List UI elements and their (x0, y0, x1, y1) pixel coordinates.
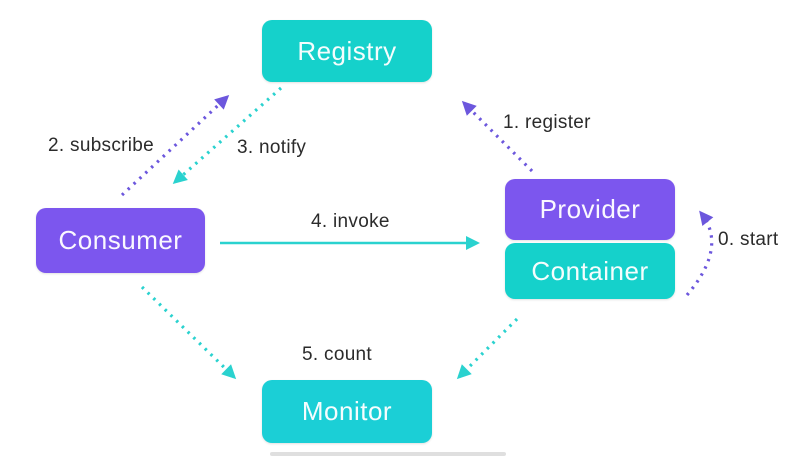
edge-label-notify: 3. notify (237, 137, 307, 158)
node-container: Container (505, 243, 675, 299)
node-monitor-label: Monitor (301, 396, 393, 426)
notify-arrow (172, 86, 283, 184)
edge-label-subscribe: 2. subscribe (48, 135, 155, 156)
edge-label-register: 1. register (503, 112, 591, 133)
edge-label-count: 5. count (302, 344, 373, 365)
node-container-label: Container (531, 255, 649, 286)
node-registry-label: Registry (297, 35, 397, 66)
bottom-divider (270, 452, 506, 456)
register-arrow (461, 100, 534, 173)
edge-label-invoke: 4. invoke (311, 211, 390, 232)
node-provider: Provider (505, 179, 675, 240)
start-arrow (685, 210, 714, 297)
node-provider-label: Provider (539, 194, 641, 224)
node-registry: Registry (262, 20, 432, 82)
count-arrow-from-provider (456, 317, 519, 380)
node-consumer: Consumer (36, 208, 205, 273)
edge-label-start: 0. start (718, 229, 779, 250)
node-consumer-label: Consumer (58, 225, 183, 255)
count-arrow-from-consumer (140, 285, 237, 380)
node-monitor: Monitor (262, 380, 432, 443)
